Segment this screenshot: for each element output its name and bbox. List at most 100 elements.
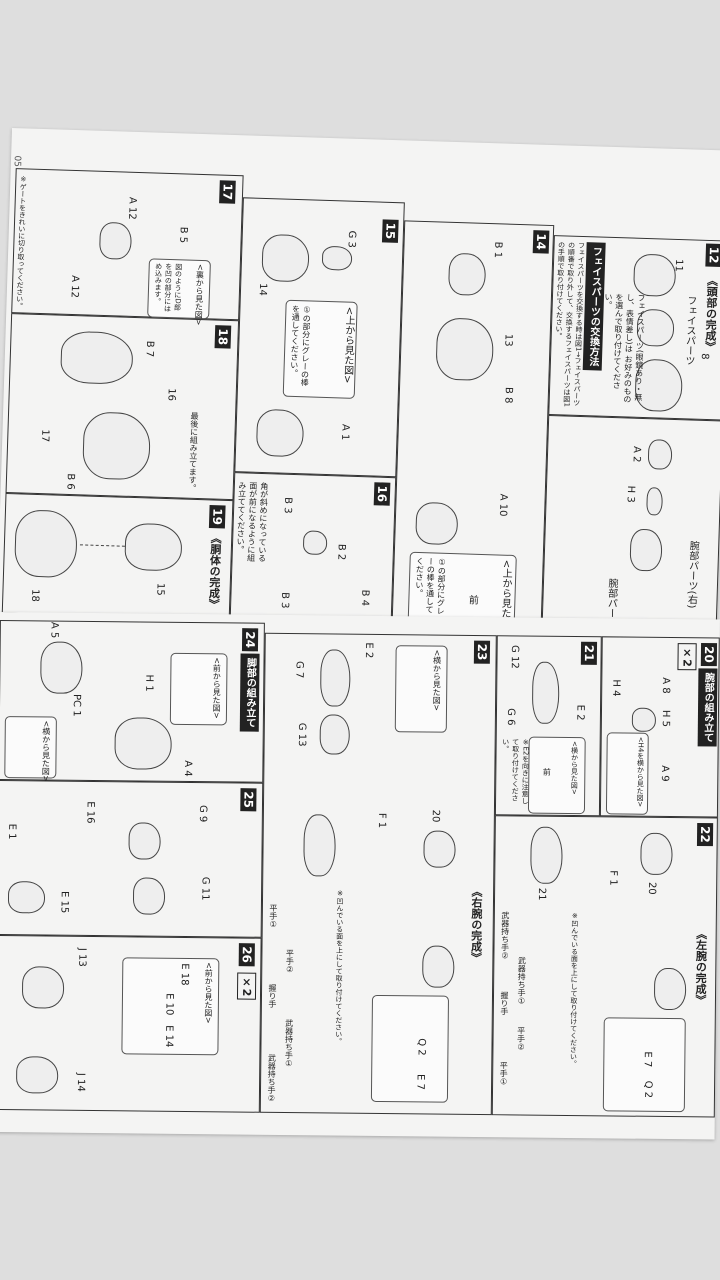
torso-assembly [435, 317, 495, 382]
hand-label: 武器持ち手① [284, 1019, 294, 1069]
note: ①の部分にグレーの棒を通してください。 [289, 304, 312, 387]
part-reference-label: H 3 [624, 485, 637, 503]
part-reference-label: E 1 [6, 823, 18, 840]
part-reference-label: G 3 [345, 230, 358, 249]
step-title: 腕部の組み立て [697, 668, 718, 747]
front-label: 前 [466, 594, 478, 605]
part-reference-label: 8 [698, 353, 710, 360]
leg-armor [21, 966, 65, 1009]
part-reference-label: 16 [165, 388, 177, 402]
part-reference-label: PC 1 [70, 693, 82, 717]
view-label: <上から見た図> [341, 306, 355, 384]
arm-complete [653, 967, 687, 1011]
front-view-callout: <前から見た図> [169, 652, 228, 726]
step-number: 21 [580, 641, 598, 665]
back-view-callout: <裏から見た図> 図のようにD部を凹の部分にはめ込みます。 [147, 258, 211, 325]
leg-assembly [114, 717, 172, 770]
shin-part [132, 877, 166, 915]
note: 角が斜めになっている面が前になるように組み立ててください。 [235, 481, 269, 563]
step-number: 26 [238, 943, 255, 967]
part-reference-label: A 2 [630, 445, 643, 463]
shoulder-joint [631, 707, 657, 732]
part-reference-label: B 8 [502, 386, 514, 404]
knee-part [128, 822, 161, 860]
hand-callout: Q 2 E 7 [370, 994, 450, 1103]
head-part [633, 253, 677, 297]
torso-complete [13, 509, 78, 579]
step-number: 22 [696, 822, 714, 846]
part-reference-label: 20 [645, 881, 658, 895]
part-reference-label: B 5 [177, 226, 189, 244]
hip-part [98, 221, 133, 260]
forearm-part [531, 661, 560, 724]
arm-right-panel: A 2 H 3 腕部パーツ(右) 腕部パーツ [541, 414, 720, 636]
step-24-panel: 24 脚部の組み立て A 5 H 1 PC 1 A 4 <前から見た図> <横か… [0, 619, 265, 783]
arm-complete [422, 945, 455, 988]
step-number: 25 [240, 788, 257, 812]
step-number: 17 [219, 180, 236, 204]
view-label: <横から見た図> [431, 649, 442, 712]
arm-part [647, 439, 673, 470]
face-swap-title: フェイスパーツの交換方法 [582, 242, 606, 371]
part-reference-label: A 8 [659, 677, 672, 694]
elbow-part [319, 714, 350, 755]
part-reference-label: A 10 [496, 493, 509, 517]
step-21-panel: 21 G 12 E 2 G 6 <横から見た図> 前 ※E2を向きに注意して取り… [494, 635, 602, 817]
hand-label: 握り手 [499, 991, 510, 1016]
part-reference-label: H 1 [143, 674, 155, 692]
step-number: 14 [532, 230, 550, 254]
top-view-callout: <上から見た図> ①の部分にグレーの棒を通してください。 [282, 299, 358, 399]
view-label: <前から見た図> [203, 962, 214, 1024]
step-number: 20 [700, 642, 718, 666]
step-title: 《左腕の完成》 [693, 928, 708, 1006]
hand-label: 平手① [499, 1061, 509, 1087]
part-reference-label: G 9 [196, 804, 209, 823]
upper-arm [640, 832, 673, 876]
step-16-panel: 16 角が斜めになっている面が前になるように組み立ててください。 B 3 B 2… [229, 472, 397, 628]
note: ※凹んでいる面を上にして取り付けてください。 [334, 889, 345, 1045]
front-label: 前 [542, 767, 552, 776]
step-17-panel: 17 A 12 B 5 A 12 <裏から見た図> 図のようにD部を凹の部分には… [11, 168, 244, 325]
side-view-callout: <横から見た図> [394, 645, 448, 733]
part-reference-label: G 11 [199, 876, 211, 901]
side-view-callout: <横から見た図> [4, 716, 57, 782]
part-reference-label: A 12 [126, 196, 138, 220]
leg-part [40, 641, 83, 694]
step-number: 19 [208, 505, 226, 529]
forearm [530, 826, 563, 884]
footnote: ※ゲートをきれいに切り取ってください。 [15, 175, 28, 310]
step-26-panel: 26 ×2 J 13 J 14 <前から見た図> E 18 E 10 E 14 [0, 934, 262, 1113]
part-reference-label: 17 [39, 429, 51, 443]
step-14-panel: 14 B 1 13 B 8 A 10 <上から見た図> ①の部分にグレーの棒を通… [391, 220, 555, 637]
part-reference-label: F 1 [375, 812, 388, 829]
view-label: <裏から見た図> [193, 263, 205, 326]
part-reference-label: B 6 [64, 473, 76, 490]
part-reference-label: 15 [154, 582, 166, 596]
hand-label: 平手① [268, 903, 278, 929]
step-18-panel: 18 B 7 16 17 B 6 最後に組み立てます。 [5, 313, 240, 501]
torso-part-2 [415, 501, 459, 546]
foot-armor [15, 1056, 59, 1094]
part-reference-label: E 2 [574, 704, 586, 721]
step-20-panel: 20 腕部の組み立て ×2 A 8 H 5 H 4 A 9 <H4を横から見た図… [599, 636, 720, 818]
arm-assembly [303, 814, 336, 877]
part-reference-label: A 5 [48, 621, 60, 639]
part-reference-label: F 1 [607, 870, 619, 886]
view-label: <横から見た図> [41, 720, 51, 782]
hand-label: 武器持ち手① [516, 956, 527, 1006]
part-reference-label: B 1 [491, 241, 504, 259]
side-view-callout: <H4を横から見た図> [605, 732, 649, 815]
part-reference-label: Q 2 [642, 1080, 654, 1099]
upper-manual-page: 05 12 《頭部の完成》 11 8 フェイスパーツ フェイスパーツ(眼鏡あり・… [0, 128, 720, 641]
part-reference-label: 21 [535, 887, 548, 901]
hand-label: 平手② [285, 949, 295, 975]
part-reference-label: B 3 [278, 591, 291, 609]
step-15-panel: 15 G 3 14 <上から見た図> ①の部分にグレーの棒を通してください。 A… [234, 197, 405, 478]
part-reference-label: G 12 [508, 645, 521, 669]
waist-part [82, 411, 152, 481]
part-reference-label: 18 [28, 588, 41, 602]
multiplier: ×2 [677, 643, 697, 670]
note: ※E2を向きに注意して取り付けてください。 [501, 738, 530, 805]
part-reference-label: E 18 [178, 963, 190, 986]
hand-label: 武器持ち手② [266, 1053, 277, 1103]
